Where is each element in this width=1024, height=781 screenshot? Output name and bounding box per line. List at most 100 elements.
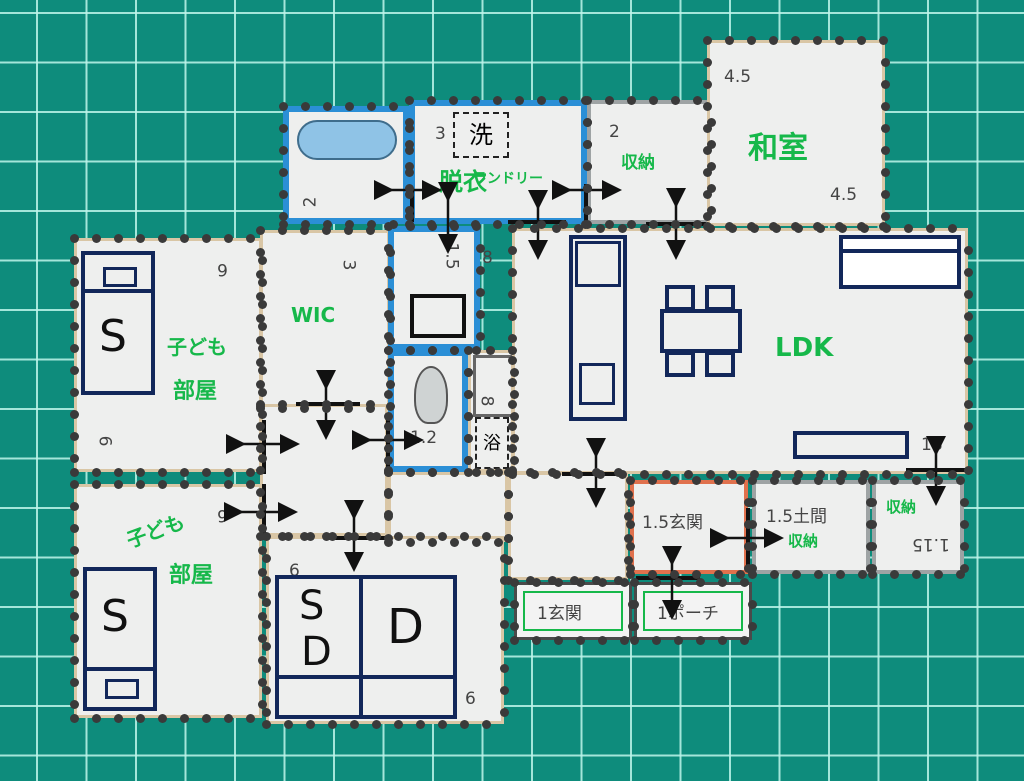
bed-icon-2: S: [83, 567, 157, 711]
border-dot: [279, 124, 288, 133]
border-dot: [748, 600, 757, 609]
border-dot: [748, 498, 757, 507]
border-dot: [278, 532, 287, 541]
master-bedroom: 6 S D D 6: [266, 536, 504, 724]
border-dot: [322, 226, 331, 235]
border-dot: [626, 476, 635, 485]
border-dot: [510, 456, 519, 465]
border-dot: [464, 368, 473, 377]
border-dot: [278, 400, 287, 409]
stove-icon: [575, 241, 621, 287]
border-dot: [284, 532, 293, 541]
border-dot: [838, 224, 847, 233]
border-dot: [882, 224, 891, 233]
border-dot: [438, 532, 447, 541]
laundry-label-2: ランドリー: [473, 171, 543, 187]
kitchen-counter: [569, 235, 627, 421]
doma-storage: 1.5土間 収納: [752, 480, 870, 574]
border-dot: [158, 234, 167, 243]
border-dot: [262, 532, 271, 541]
border-dot: [576, 636, 585, 645]
border-dot: [707, 162, 716, 171]
border-dot: [464, 390, 473, 399]
border-dot: [693, 220, 702, 229]
border-dot: [624, 534, 633, 543]
border-dot: [960, 542, 969, 551]
border-dot: [70, 278, 79, 287]
border-dot: [703, 168, 712, 177]
border-dot: [384, 490, 393, 499]
border-dot: [508, 400, 517, 409]
toilet-icon: [414, 366, 448, 424]
border-dot: [881, 124, 890, 133]
border-dot: [476, 332, 485, 341]
dining-table-icon: [660, 285, 742, 377]
border-dot: [504, 468, 513, 477]
border-dot: [964, 334, 973, 343]
border-dot: [262, 576, 271, 585]
border-dot: [70, 656, 79, 665]
border-dot: [748, 622, 757, 631]
border-dot: [476, 288, 485, 297]
border-dot: [684, 470, 693, 479]
border-dot: [707, 206, 716, 215]
border-dot: [508, 356, 517, 365]
border-dot: [881, 102, 890, 111]
border-dot: [384, 288, 393, 297]
border-dot: [583, 184, 592, 193]
border-dot: [592, 468, 601, 477]
border-dot: [449, 96, 458, 105]
border-dot: [224, 234, 233, 243]
border-dot: [70, 432, 79, 441]
border-dot: [450, 468, 459, 477]
border-dot: [904, 470, 913, 479]
border-dot: [725, 36, 734, 45]
border-dot: [405, 206, 414, 215]
border-dot: [428, 222, 437, 231]
border-dot: [649, 96, 658, 105]
border-dot: [934, 570, 943, 579]
border-dot: [748, 542, 757, 551]
border-dot: [868, 542, 877, 551]
border-dot: [70, 546, 79, 555]
border-dot: [703, 102, 712, 111]
border-dot: [816, 224, 825, 233]
border-dot: [500, 708, 509, 717]
border-dot: [960, 564, 969, 573]
border-dot: [674, 636, 683, 645]
washer-icon: 洗: [453, 112, 509, 158]
bed-icon: S: [81, 251, 155, 395]
border-dot: [180, 480, 189, 489]
border-dot: [389, 220, 398, 229]
border-dot: [92, 714, 101, 723]
border-dot: [912, 570, 921, 579]
border-dot: [416, 720, 425, 729]
border-dot: [114, 468, 123, 477]
border-dot: [262, 554, 271, 563]
border-dot: [964, 290, 973, 299]
border-dot: [960, 498, 969, 507]
border-dot: [703, 58, 712, 67]
border-dot: [530, 224, 539, 233]
border-dot: [70, 256, 79, 265]
border-dot: [224, 480, 233, 489]
washitsu-room: 4.5 和室 4.5: [707, 40, 885, 226]
border-dot: [684, 224, 693, 233]
genkan-main-label: 1.5玄関: [642, 513, 704, 533]
border-dot: [728, 470, 737, 479]
border-dot: [258, 656, 267, 665]
sink-icon: [410, 294, 466, 338]
border-dot: [652, 578, 661, 587]
border-dot: [598, 636, 607, 645]
kids-room-2: 6 子ども 部屋 S: [74, 484, 262, 718]
border-dot: [868, 476, 877, 485]
sink2-icon: [579, 363, 615, 405]
border-dot: [508, 224, 517, 233]
border-dot: [460, 720, 469, 729]
kids-room-1-label-1: 子ども: [167, 335, 227, 359]
border-dot: [372, 532, 381, 541]
border-dot: [384, 468, 393, 477]
border-dot: [627, 220, 636, 229]
border-dot: [620, 636, 629, 645]
border-dot: [714, 476, 723, 485]
